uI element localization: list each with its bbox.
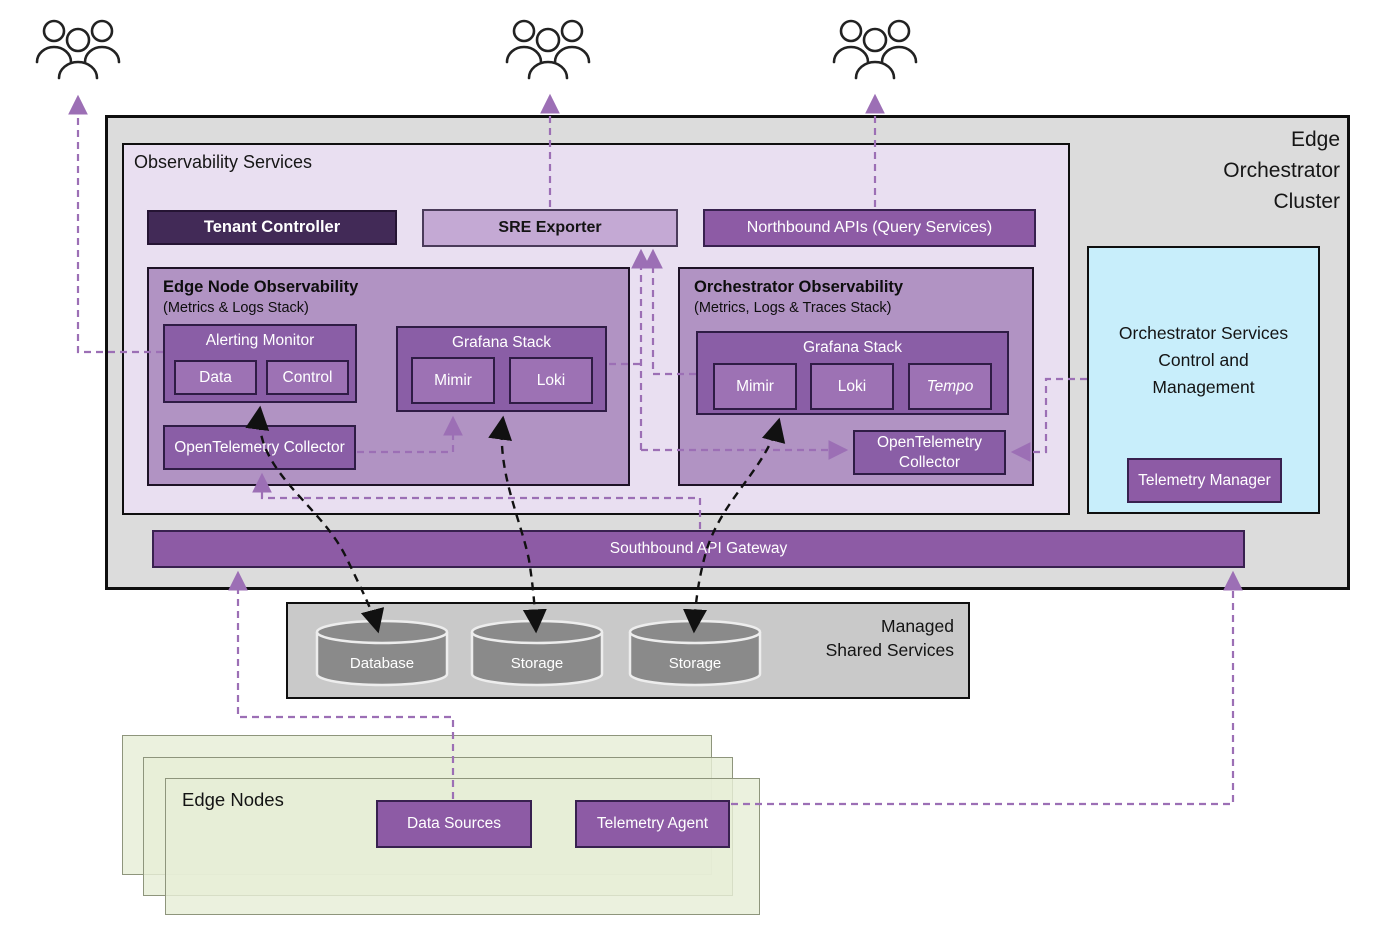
orchestrator-services-title-line: Orchestrator Services	[1118, 323, 1289, 343]
tenant-controller-box: Tenant Controller	[147, 210, 397, 245]
loki-edge-box: Loki	[509, 357, 593, 404]
storage-2-label: Storage	[669, 655, 722, 672]
sre-exporter-box: SRE Exporter	[422, 209, 678, 247]
orchestrator-services-title-line: Control and	[1158, 350, 1249, 370]
edge-nodes-title: Edge Nodes	[182, 789, 284, 810]
orchestrator-services-title: Orchestrator Services Control and Manage…	[1089, 320, 1318, 401]
telemetry-manager-box: Telemetry Manager	[1127, 458, 1282, 503]
database-label: Database	[350, 655, 414, 672]
grafana-stack-orchestrator-title: Grafana Stack	[802, 339, 903, 356]
cluster-title-line: Edge	[1290, 128, 1340, 151]
opentelemetry-collector-orchestrator-box: OpenTelemetry Collector	[853, 430, 1006, 475]
opentelemetry-collector-edge-box: OpenTelemetry Collector	[163, 425, 356, 470]
orchestrator-services-title-line: Management	[1152, 377, 1255, 397]
storage-1-label: Storage	[511, 655, 564, 672]
cylinder-top	[315, 619, 449, 645]
observability-services-title: Observability Services	[134, 152, 313, 172]
northbound-apis-box: Northbound APIs (Query Services)	[703, 209, 1036, 247]
mimir-edge-box: Mimir	[411, 357, 495, 404]
cluster-title-line: Cluster	[1273, 190, 1340, 213]
orchestrator-observability-subtitle: (Metrics, Logs & Traces Stack)	[694, 300, 892, 316]
user-group-icon-1	[35, 19, 121, 80]
tempo-box: Tempo	[908, 363, 992, 410]
grafana-stack-edge-title: Grafana Stack	[451, 334, 552, 351]
cluster-title: Edge Orchestrator Cluster	[1040, 124, 1340, 217]
storage-cylinder-1: Storage	[470, 619, 604, 687]
user-group-icon-3	[832, 19, 918, 80]
cluster-title-line: Orchestrator	[1223, 159, 1340, 182]
mss-title-line: Managed	[881, 616, 954, 636]
alerting-data-box: Data	[174, 360, 257, 395]
mss-title-line: Shared Services	[825, 640, 954, 660]
cylinder-body	[470, 632, 604, 687]
southbound-api-gateway: Southbound API Gateway	[152, 530, 1245, 568]
cylinder-top	[470, 619, 604, 645]
edge-node-observability-title: Edge Node Observability	[163, 278, 359, 296]
storage-cylinder-2: Storage	[628, 619, 762, 687]
orchestrator-observability-title: Orchestrator Observability	[694, 278, 904, 296]
edge-node-observability-subtitle: (Metrics & Logs Stack)	[163, 300, 309, 316]
alerting-control-box: Control	[266, 360, 349, 395]
database-cylinder: Database	[315, 619, 449, 687]
cylinder-top	[628, 619, 762, 645]
user-group-icon-2	[505, 19, 591, 80]
data-sources-box: Data Sources	[376, 800, 532, 848]
telemetry-agent-box: Telemetry Agent	[575, 800, 730, 848]
mimir-orchestrator-box: Mimir	[713, 363, 797, 410]
loki-orchestrator-box: Loki	[810, 363, 894, 410]
managed-shared-services-title: Managed Shared Services	[826, 614, 954, 662]
alerting-monitor-title: Alerting Monitor	[205, 332, 315, 349]
